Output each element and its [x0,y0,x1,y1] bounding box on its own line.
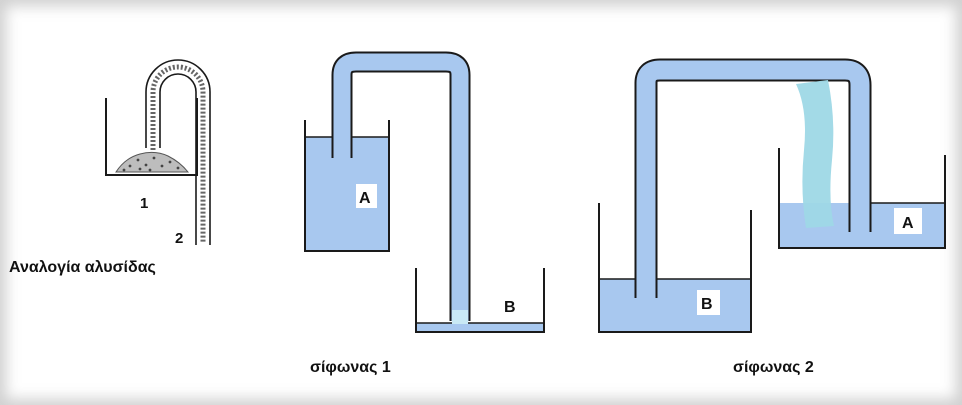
siphon2-vessel-b [598,203,752,333]
siphon2-column-highlight [796,80,834,228]
siphon2-caption: σίφωνας 2 [733,359,814,376]
chain-tube-outer [145,59,211,245]
siphon1-caption: σίφωνας 1 [310,359,391,376]
siphon1-water-b [416,323,544,332]
chain-label-2: 2 [175,230,183,247]
chain-heap [115,151,190,173]
siphon1-vessel-a [304,120,390,252]
siphon1-vessel-b [415,268,545,333]
siphon2-label-a-box [894,208,922,234]
siphon2-vessel-a [778,148,946,249]
siphon1-label-a-box [356,184,377,208]
siphon1-label-b: B [504,299,516,316]
chain-beaker [105,98,198,176]
siphon2-label-a: A [902,215,914,232]
chain [150,64,206,242]
siphon-1: A B σίφωνας 1 [304,51,545,376]
siphon2-label-b-box [697,290,720,315]
chain-label-1: 1 [140,195,148,212]
siphon1-label-a: A [359,190,371,207]
siphon-2: B A σίφωνας 2 [598,58,946,376]
chain-tube-inner [159,73,197,245]
siphon2-label-b: B [701,296,713,313]
chain-caption: Αναλογία αλυσίδας [9,259,156,276]
siphon2-water-b [599,279,751,332]
chain-analogy: 1 2 Αναλογία αλυσίδας [9,59,211,276]
